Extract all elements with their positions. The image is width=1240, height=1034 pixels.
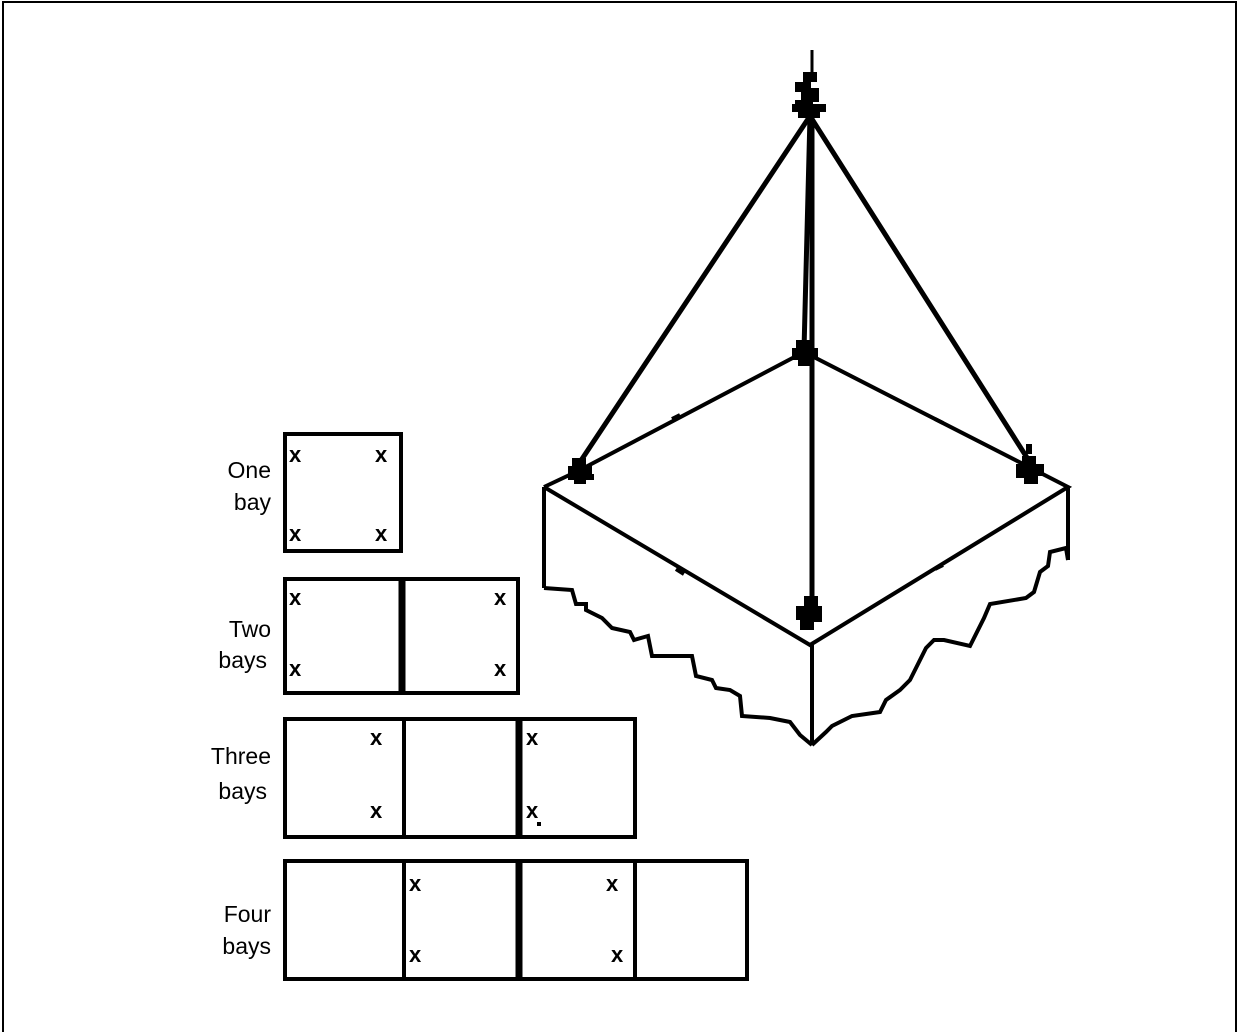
anchor-back-icon [792, 340, 818, 366]
lift-mark: x [289, 656, 302, 681]
label-two-line1: Two [229, 616, 271, 642]
lift-mark: x [526, 725, 539, 750]
configuration-two-bays: Two bays x x x x [218, 577, 520, 695]
sling-leg-left [577, 113, 813, 465]
sling-leg-back [801, 113, 813, 353]
anchor-left-icon [568, 458, 594, 484]
lift-mark: x [494, 585, 507, 610]
slab-joint-mark [671, 413, 681, 421]
label-two-line2: bays [218, 647, 267, 673]
lift-mark: x [409, 942, 422, 967]
bay-box [283, 432, 403, 553]
bay-box [283, 717, 637, 839]
lift-mark: x [375, 442, 388, 467]
label-four-line1: Four [224, 901, 272, 927]
anchor-right-icon [1016, 444, 1044, 484]
label-four-line2: bays [222, 933, 271, 959]
lift-mark: x [289, 521, 302, 546]
slab-joint-mark [674, 567, 686, 576]
lift-mark: x [611, 942, 624, 967]
crane-hook-icon [792, 50, 826, 118]
stray-dot [537, 822, 541, 826]
lift-mark: x [409, 871, 422, 896]
configuration-three-bays: Three bays x x x x [211, 717, 637, 839]
lift-mark: x [375, 521, 388, 546]
lift-mark: x [526, 798, 539, 823]
lift-mark: x [289, 442, 302, 467]
label-three-line2: bays [218, 778, 267, 804]
slab-joint-mark [934, 417, 944, 425]
sling-leg-right [807, 113, 1034, 467]
lift-mark: x [494, 656, 507, 681]
lift-mark: x [370, 725, 383, 750]
label-one-line2: bay [234, 489, 272, 515]
slab-joint-mark [934, 563, 944, 571]
slab-broken-edge-right [810, 545, 1070, 747]
lift-mark: x [606, 871, 619, 896]
configuration-four-bays: Four bays x x x x [222, 859, 749, 981]
label-one-line1: One [228, 457, 271, 483]
lift-mark: x [289, 585, 302, 610]
anchor-front-icon [796, 596, 822, 630]
configuration-one-bay: One bay x x x x [228, 432, 403, 553]
lift-mark: x [370, 798, 383, 823]
label-three-line1: Three [211, 743, 271, 769]
sling-illustration [542, 50, 1073, 747]
slab-broken-edge-left [543, 586, 814, 747]
